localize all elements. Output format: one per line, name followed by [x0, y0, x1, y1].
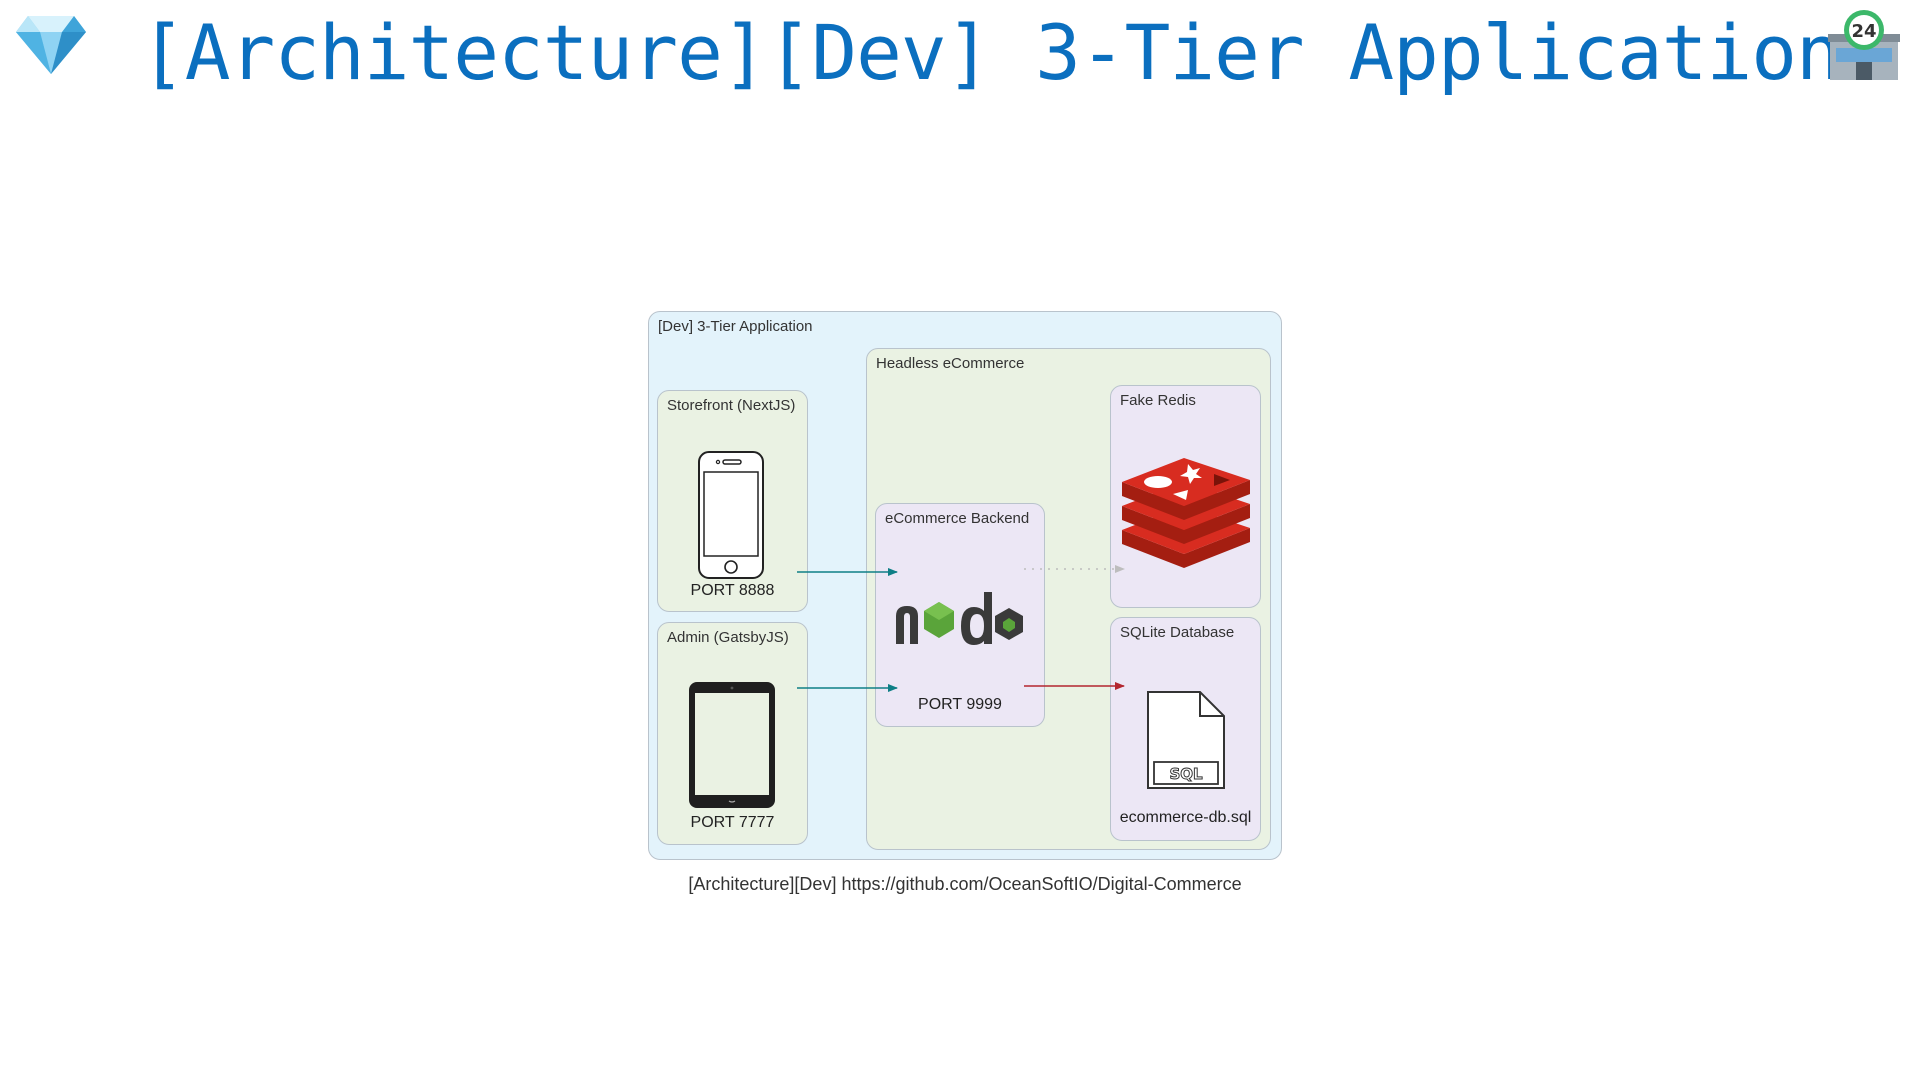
tablet-icon	[689, 682, 775, 808]
smartphone-icon	[698, 451, 764, 579]
backend-port-label: PORT 9999	[918, 696, 1002, 713]
redis-logo-icon	[1122, 458, 1250, 568]
page-title: [Architecture][Dev] 3-Tier Application	[140, 8, 1842, 97]
cluster-label: Fake Redis	[1120, 392, 1196, 409]
cluster-label: Headless eCommerce	[876, 355, 1025, 372]
convenience-store-icon: 24	[1828, 10, 1900, 80]
svg-text:SQL: SQL	[1169, 765, 1203, 783]
cluster-label: Storefront (NextJS)	[667, 397, 796, 414]
sqlite-file-label: ecommerce-db.sql	[1119, 809, 1252, 826]
page-header: [Architecture][Dev] 3-Tier Application 2…	[0, 0, 1920, 110]
diagram-caption: [Architecture][Dev] https://github.com/O…	[688, 874, 1242, 894]
cluster-label: eCommerce Backend	[885, 510, 1030, 527]
gem-icon	[16, 16, 86, 74]
svg-text:24: 24	[1851, 21, 1876, 42]
cluster-label: Admin (GatsbyJS)	[667, 629, 789, 646]
cluster-label: SQLite Database	[1120, 624, 1235, 641]
storefront-port-label: PORT 8888	[690, 582, 775, 599]
cluster-label: [Dev] 3-Tier Application	[658, 318, 813, 335]
nodejs-logo-icon	[896, 592, 1023, 645]
sql-file-icon: SQL	[1147, 691, 1225, 789]
admin-port-label: PORT 7777	[690, 814, 775, 831]
